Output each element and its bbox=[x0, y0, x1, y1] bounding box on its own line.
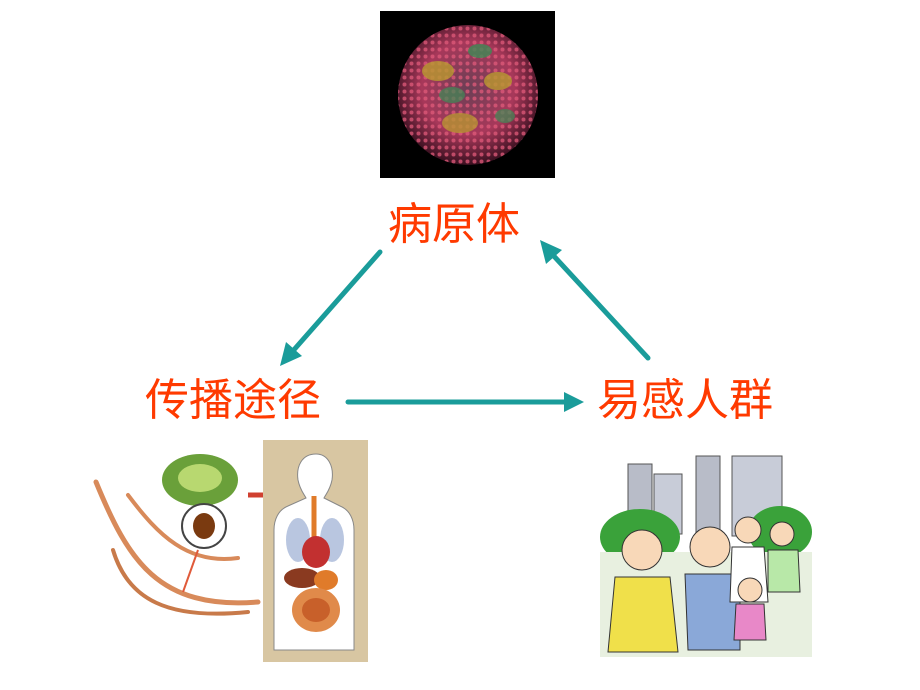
virus-particle-image bbox=[380, 11, 555, 178]
arrowhead-pathogen bbox=[540, 240, 562, 264]
susceptible-people-drawing bbox=[600, 455, 812, 657]
child-body bbox=[733, 603, 767, 641]
person-1-body bbox=[607, 576, 679, 653]
person-2-body bbox=[684, 573, 741, 651]
susceptible-people-image bbox=[600, 452, 812, 657]
arrow-pathogen-to-route bbox=[289, 249, 383, 355]
person-3-head bbox=[734, 516, 762, 544]
person-2-head bbox=[689, 526, 731, 568]
worm-2 bbox=[126, 493, 240, 561]
virus-particle-drawing bbox=[398, 25, 538, 165]
transmission-route-drawing bbox=[93, 440, 368, 662]
arrowhead-route bbox=[280, 342, 302, 366]
worm-3 bbox=[111, 548, 250, 616]
arrowhead-people bbox=[564, 392, 584, 412]
route-arrow-line bbox=[182, 549, 199, 593]
transmission-route-image bbox=[88, 440, 378, 662]
label-pathogen: 病原体 bbox=[388, 199, 520, 250]
label-susceptible-people: 易感人群 bbox=[597, 375, 773, 426]
label-transmission-route: 传播途径 bbox=[145, 375, 321, 426]
person-4-head bbox=[769, 521, 795, 547]
worm-1 bbox=[93, 479, 261, 606]
person-4-body bbox=[767, 549, 801, 593]
arrow-people-to-pathogen bbox=[549, 251, 651, 361]
heart-organ bbox=[302, 536, 330, 568]
child-head bbox=[737, 577, 763, 603]
person-1-head bbox=[621, 529, 663, 571]
